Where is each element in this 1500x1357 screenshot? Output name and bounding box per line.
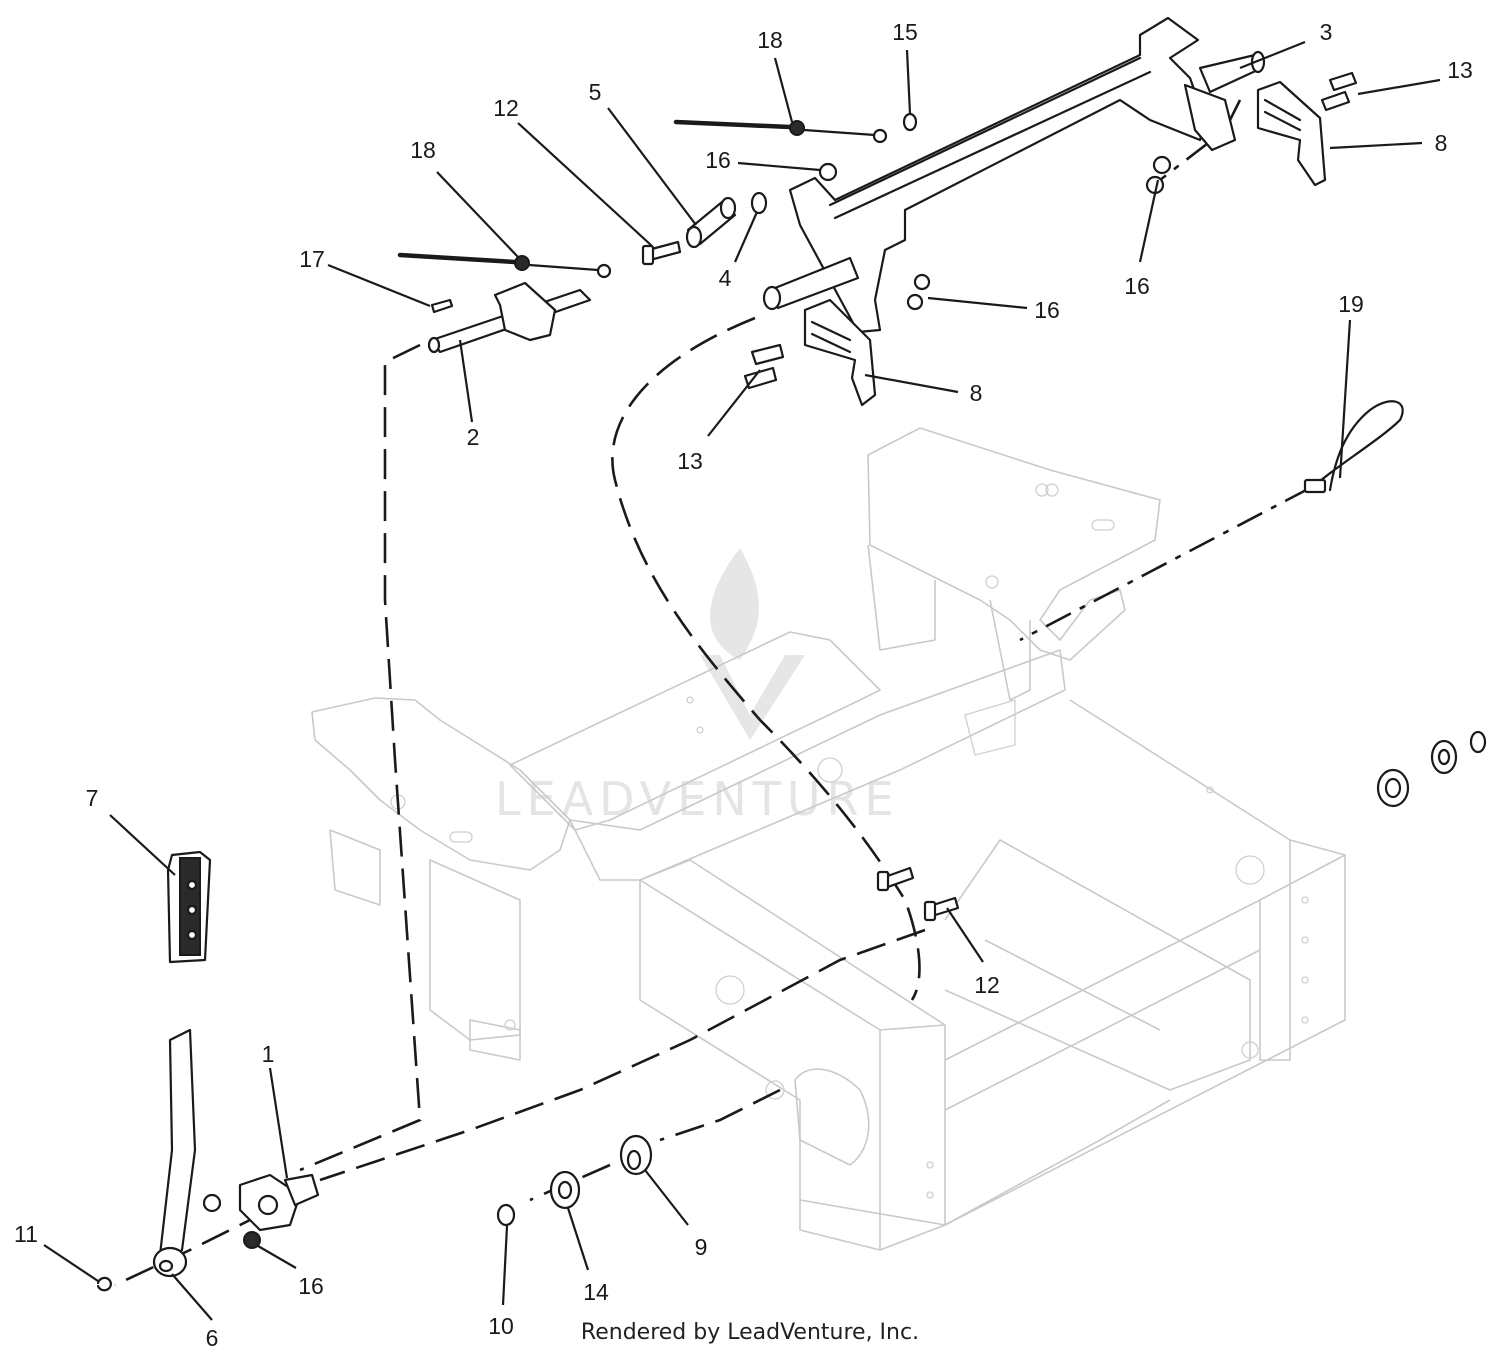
- handle-grip-part-7: [166, 850, 212, 964]
- flange-bearing-part-1: [238, 1173, 320, 1232]
- callout-11: 11: [14, 1221, 38, 1247]
- leader-lines: [43, 40, 1441, 1321]
- washer-part-4: [750, 191, 768, 215]
- callout-10: 10: [488, 1313, 514, 1339]
- rod-part-18-lower: [397, 252, 612, 279]
- nut-part-16-group: [202, 155, 1172, 1249]
- assembly-lines: [114, 99, 1311, 1287]
- bolt-part-13-upper: [1320, 71, 1358, 112]
- nut-part-15: [902, 112, 918, 132]
- callout-2: 2: [467, 424, 480, 450]
- shaft-bracket-part-2: [427, 281, 592, 354]
- callout-13-upper: 13: [1447, 57, 1473, 83]
- pin-part-17: [430, 298, 454, 314]
- callout-15: 15: [892, 19, 918, 45]
- callout-4: 4: [719, 265, 732, 291]
- right-bushing-set: [1376, 730, 1487, 808]
- callout-12-lower: 12: [974, 972, 1000, 998]
- render-credit: Rendered by LeadVenture, Inc.: [580, 1320, 920, 1345]
- callout-18-upper: 18: [757, 27, 783, 53]
- chassis-frame: [311, 427, 1346, 1251]
- callout-labels: 18 15 3 13 8 12 5 16 18 4 16 17 16 2 8 1…: [14, 19, 1473, 1351]
- retainer-part-10: [496, 1203, 516, 1227]
- watermark: LEADVENTURE: [495, 548, 900, 826]
- clip-part-11: [96, 1276, 113, 1292]
- callout-8-lower: 8: [970, 380, 983, 406]
- lever-part-6: [152, 1028, 197, 1278]
- callout-16-lower: 16: [298, 1273, 324, 1299]
- bushing-part-9: [619, 1134, 653, 1176]
- callout-18-lower: 18: [410, 137, 436, 163]
- callout-14: 14: [583, 1279, 609, 1305]
- callout-16-right: 16: [1124, 273, 1150, 299]
- latch-plate-part-8-lower: [803, 298, 877, 407]
- callout-7: 7: [86, 785, 99, 811]
- callout-12-upper: 12: [493, 95, 519, 121]
- cable-tie-part-19: [1303, 400, 1404, 494]
- callout-6: 6: [206, 1325, 219, 1351]
- watermark-text: LEADVENTURE: [495, 772, 900, 826]
- callout-1: 1: [262, 1041, 275, 1067]
- callout-9: 9: [695, 1234, 708, 1260]
- bolt-part-12-lower: [876, 866, 960, 922]
- bolt-part-12-upper: [641, 240, 682, 266]
- callout-16-middle: 16: [1034, 297, 1060, 323]
- lift-arm-part-3: [762, 16, 1266, 334]
- callout-8-upper: 8: [1435, 130, 1448, 156]
- callout-13-lower: 13: [677, 448, 703, 474]
- callout-3: 3: [1320, 19, 1333, 45]
- callout-16-upper: 16: [705, 147, 731, 173]
- parts: [96, 16, 1487, 1292]
- callout-17: 17: [299, 246, 325, 272]
- bushing-part-5: [685, 196, 737, 249]
- latch-plate-part-8-upper: [1256, 80, 1327, 187]
- callout-5: 5: [589, 79, 602, 105]
- rod-part-18-upper: [673, 119, 888, 144]
- washer-part-14: [549, 1170, 581, 1210]
- callout-19: 19: [1338, 291, 1364, 317]
